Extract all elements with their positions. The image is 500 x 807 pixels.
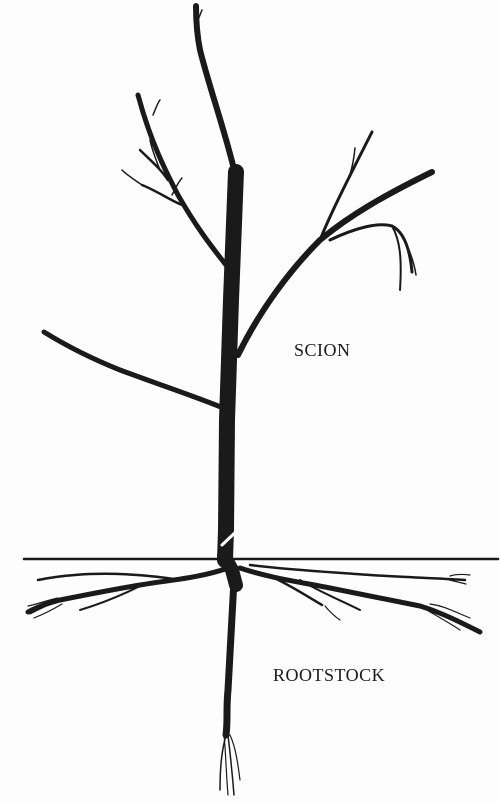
scion-label: SCION bbox=[294, 340, 351, 361]
trunk bbox=[225, 172, 236, 560]
lower-left-branch bbox=[44, 332, 228, 410]
rootstock-label: ROOTSTOCK bbox=[273, 665, 385, 686]
upper-left-branch bbox=[138, 95, 230, 270]
tap-root bbox=[226, 580, 234, 735]
upper-right-branch bbox=[238, 172, 432, 355]
leader-branch bbox=[196, 6, 236, 178]
